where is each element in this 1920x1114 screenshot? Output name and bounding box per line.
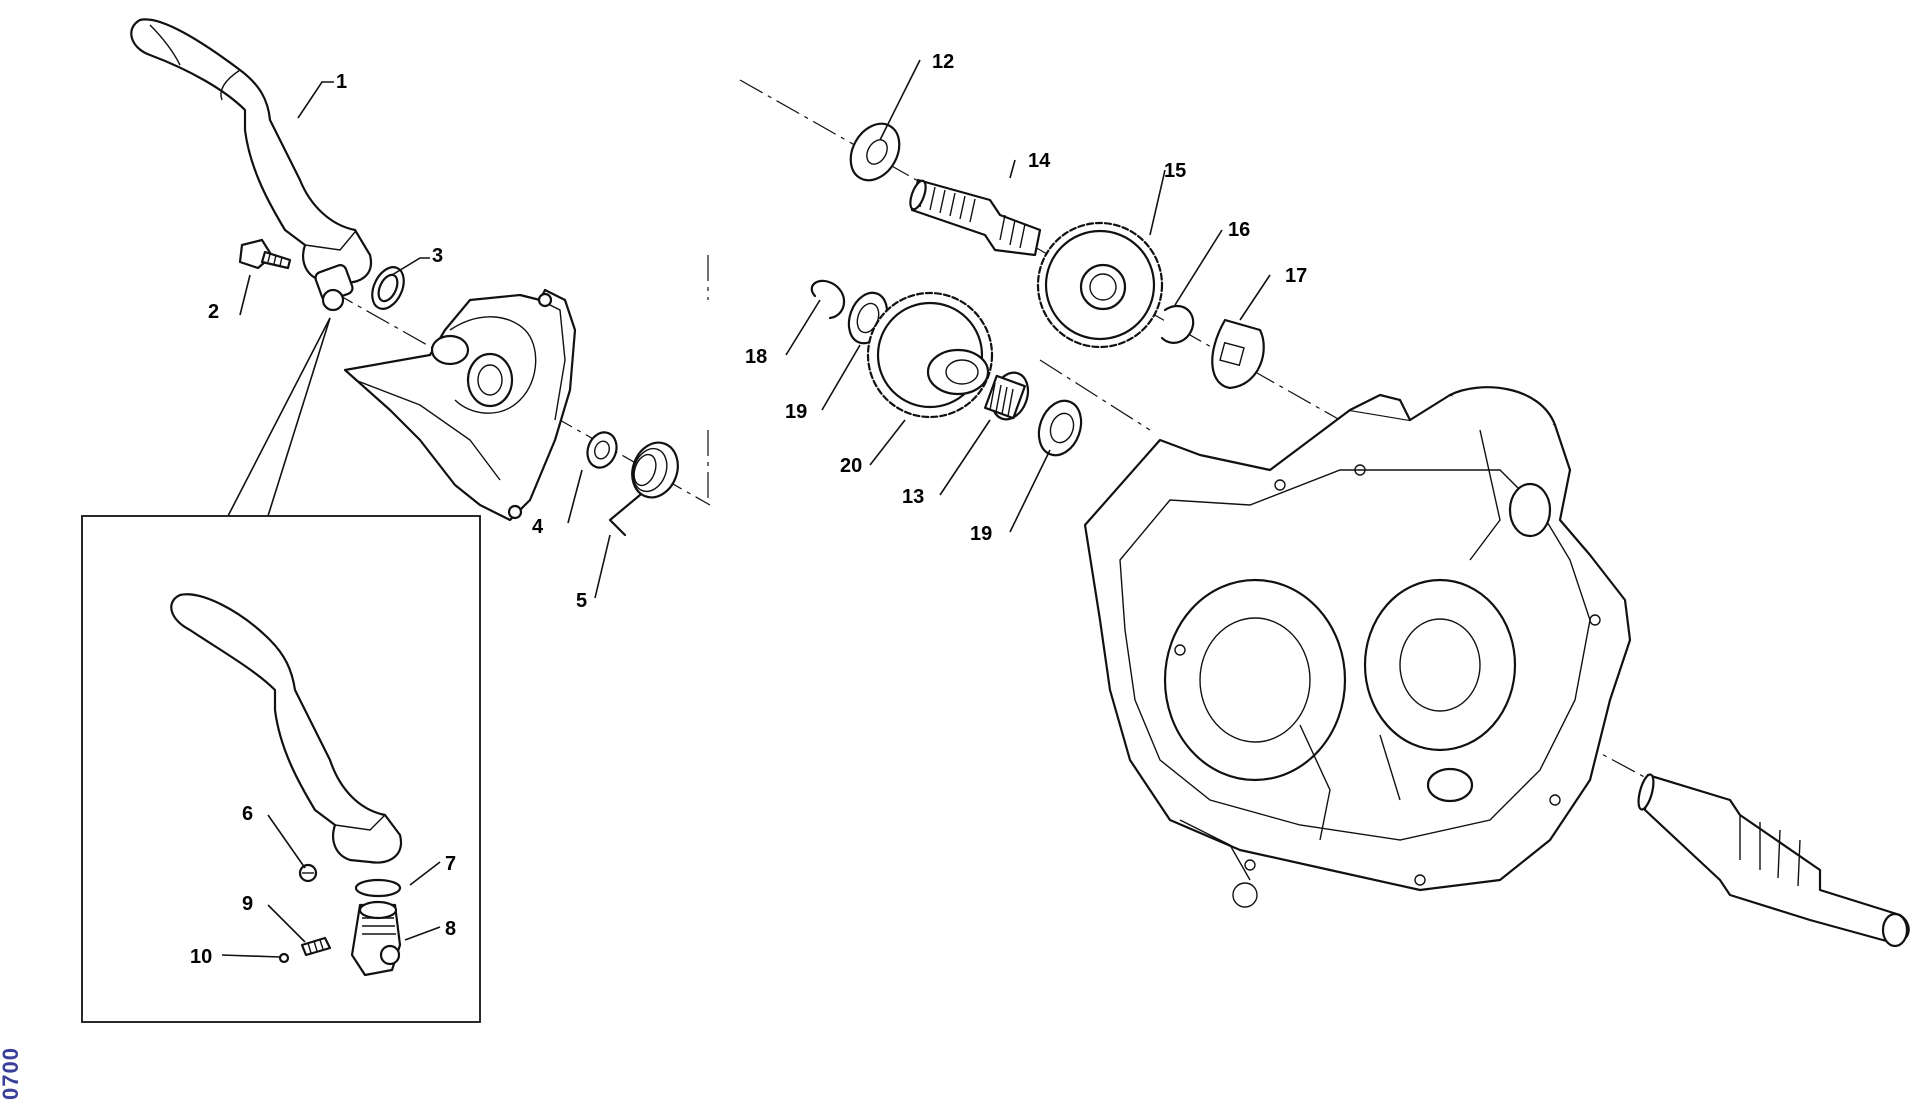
callout-leaders	[221, 59, 1271, 958]
circlip-16	[1160, 304, 1195, 344]
callout-labels: 1 2 3 4 5 6 7 8 9 10 12 13 14 15 16 17 1…	[190, 51, 1307, 968]
document-code: 0700	[0, 1047, 23, 1100]
callout-13: 13	[902, 486, 924, 508]
kick-start-lever	[130, 18, 373, 312]
callout-19-lower: 19	[970, 523, 992, 545]
kick-shaft-14	[909, 178, 1042, 257]
bolt-2	[238, 238, 292, 270]
callout-10: 10	[190, 946, 212, 968]
lock-plate-17	[1211, 318, 1265, 390]
needle-bearing-13	[983, 371, 1030, 421]
callout-2: 2	[208, 301, 219, 323]
washer-12	[849, 122, 901, 182]
callout-16: 16	[1228, 219, 1250, 241]
bush-4	[586, 431, 618, 469]
callout-12: 12	[932, 51, 954, 73]
callout-14: 14	[1028, 150, 1051, 172]
callout-4: 4	[532, 516, 544, 538]
torsion-spring-5	[608, 441, 679, 537]
callout-1: 1	[336, 71, 347, 93]
inset-ball-10	[278, 952, 290, 964]
main-shaft	[1637, 773, 1910, 948]
inset-screw-6	[298, 863, 318, 883]
callout-20: 20	[840, 455, 862, 477]
washer-19-lower	[1037, 399, 1083, 457]
inset-o-ring-7	[354, 878, 402, 898]
callout-19-upper: 19	[785, 401, 807, 423]
idler-gear-20	[866, 291, 994, 419]
callout-8: 8	[445, 918, 456, 940]
callout-9: 9	[242, 893, 253, 915]
kick-start-cover	[343, 288, 577, 522]
callout-5: 5	[576, 590, 587, 612]
variant-inset-box	[81, 317, 481, 1023]
gear-15	[1036, 221, 1164, 349]
inset-kick-lever	[170, 593, 403, 864]
callout-18: 18	[745, 346, 767, 368]
inset-grub-screw-9	[300, 936, 332, 957]
inset-pivot-8	[350, 900, 402, 977]
callout-15: 15	[1164, 160, 1186, 182]
crankcase-half	[1083, 386, 1632, 908]
callout-17: 17	[1285, 265, 1307, 287]
callout-7: 7	[445, 853, 456, 875]
seal-ring-3	[371, 266, 405, 310]
callout-3: 3	[432, 245, 443, 267]
callout-6: 6	[242, 803, 253, 825]
circlip-18	[810, 279, 846, 320]
